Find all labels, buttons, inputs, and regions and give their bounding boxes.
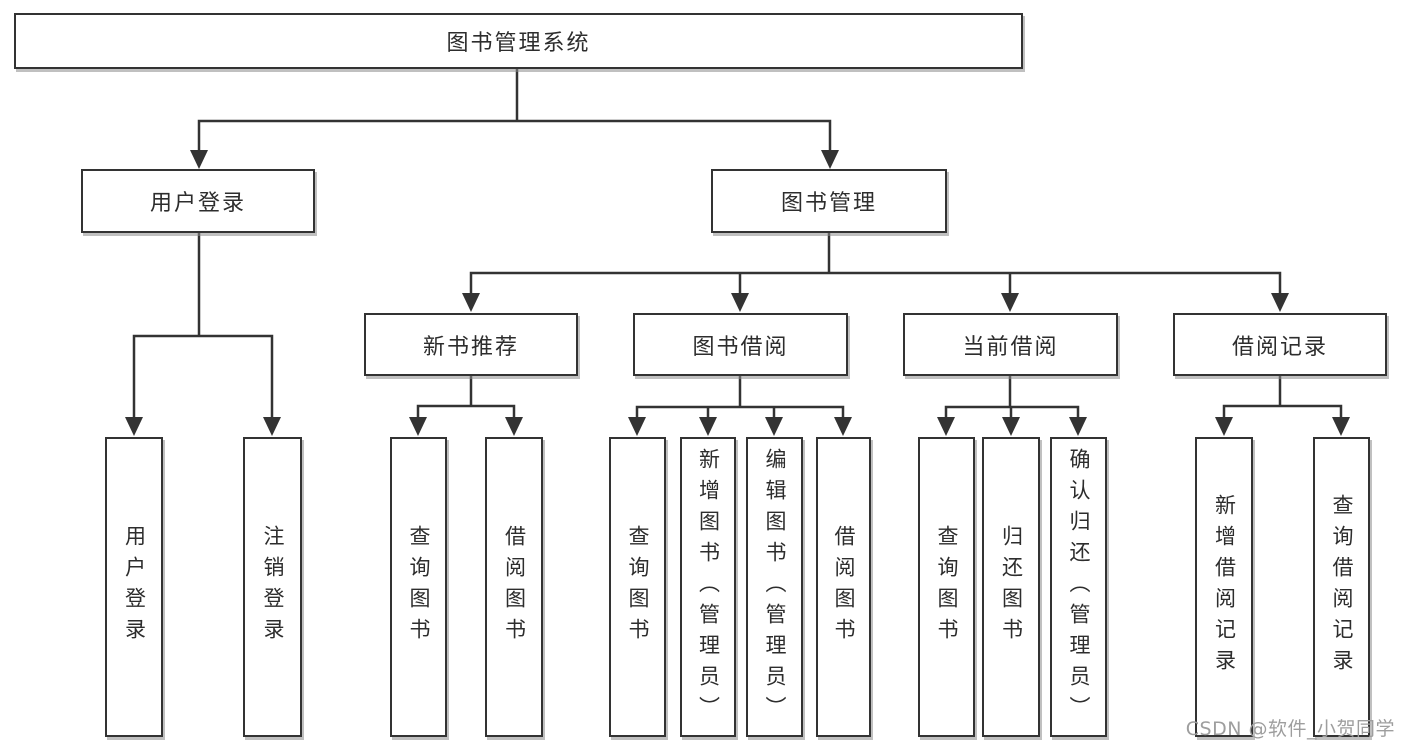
node-new-book-recommend-label: 新书推荐 [422,334,519,360]
node-root-label: 图书管理系统 [446,31,591,56]
leaf-logout-label: 注销登录 [261,525,285,649]
node-user-login: 用户登录 [81,169,315,233]
leaf-user-login-label: 用户登录 [122,525,147,649]
node-borrow-record: 借阅记录 [1173,313,1387,376]
leaf-query-books-current: 查询图书 [918,437,975,737]
leaf-logout: 注销登录 [243,437,302,737]
node-book-management-label: 图书管理 [780,191,877,216]
node-new-book-recommend: 新书推荐 [364,313,578,376]
leaf-add-borrow-record-label: 新增借阅记录 [1212,494,1237,680]
leaf-borrow-books-recommend-label: 借阅图书 [502,525,527,649]
arrowheads [125,150,1350,436]
leaf-borrow-books-label: 借阅图书 [832,525,856,649]
leaf-borrow-books-recommend: 借阅图书 [485,437,543,737]
leaf-return-book: 归还图书 [982,437,1040,737]
leaf-confirm-return-admin-label: 确认归还（管理员） [1067,447,1091,727]
node-book-borrow: 图书借阅 [633,313,848,376]
node-user-login-label: 用户登录 [149,191,246,216]
leaf-add-borrow-record: 新增借阅记录 [1195,437,1253,737]
leaf-query-books-borrow: 查询图书 [609,437,666,737]
leaf-query-books-current-label: 查询图书 [935,525,959,649]
node-book-management: 图书管理 [711,169,947,233]
leaf-query-books-borrow-label: 查询图书 [626,525,650,649]
leaf-add-book-admin-label: 新增图书（管理员） [696,447,721,727]
leaf-add-book-admin: 新增图书（管理员） [680,437,736,737]
leaf-user-login: 用户登录 [105,437,163,737]
leaf-edit-book-admin-label: 编辑图书（管理员） [763,447,787,727]
csdn-watermark: CSDN @软件_小贺同学 [1185,718,1395,740]
node-current-borrow: 当前借阅 [903,313,1118,376]
node-current-borrow-label: 当前借阅 [962,334,1059,360]
node-borrow-record-label: 借阅记录 [1231,334,1328,360]
leaf-query-books-recommend-label: 查询图书 [407,525,431,649]
leaf-query-borrow-record: 查询借阅记录 [1313,437,1370,737]
node-root: 图书管理系统 [14,13,1023,69]
leaf-borrow-books: 借阅图书 [816,437,871,737]
leaf-return-book-label: 归还图书 [999,525,1024,649]
leaf-query-books-recommend: 查询图书 [390,437,447,737]
leaf-query-borrow-record-label: 查询借阅记录 [1330,494,1354,680]
leaf-confirm-return-admin: 确认归还（管理员） [1050,437,1107,737]
leaf-edit-book-admin: 编辑图书（管理员） [746,437,803,737]
node-book-borrow-label: 图书借阅 [692,334,789,360]
